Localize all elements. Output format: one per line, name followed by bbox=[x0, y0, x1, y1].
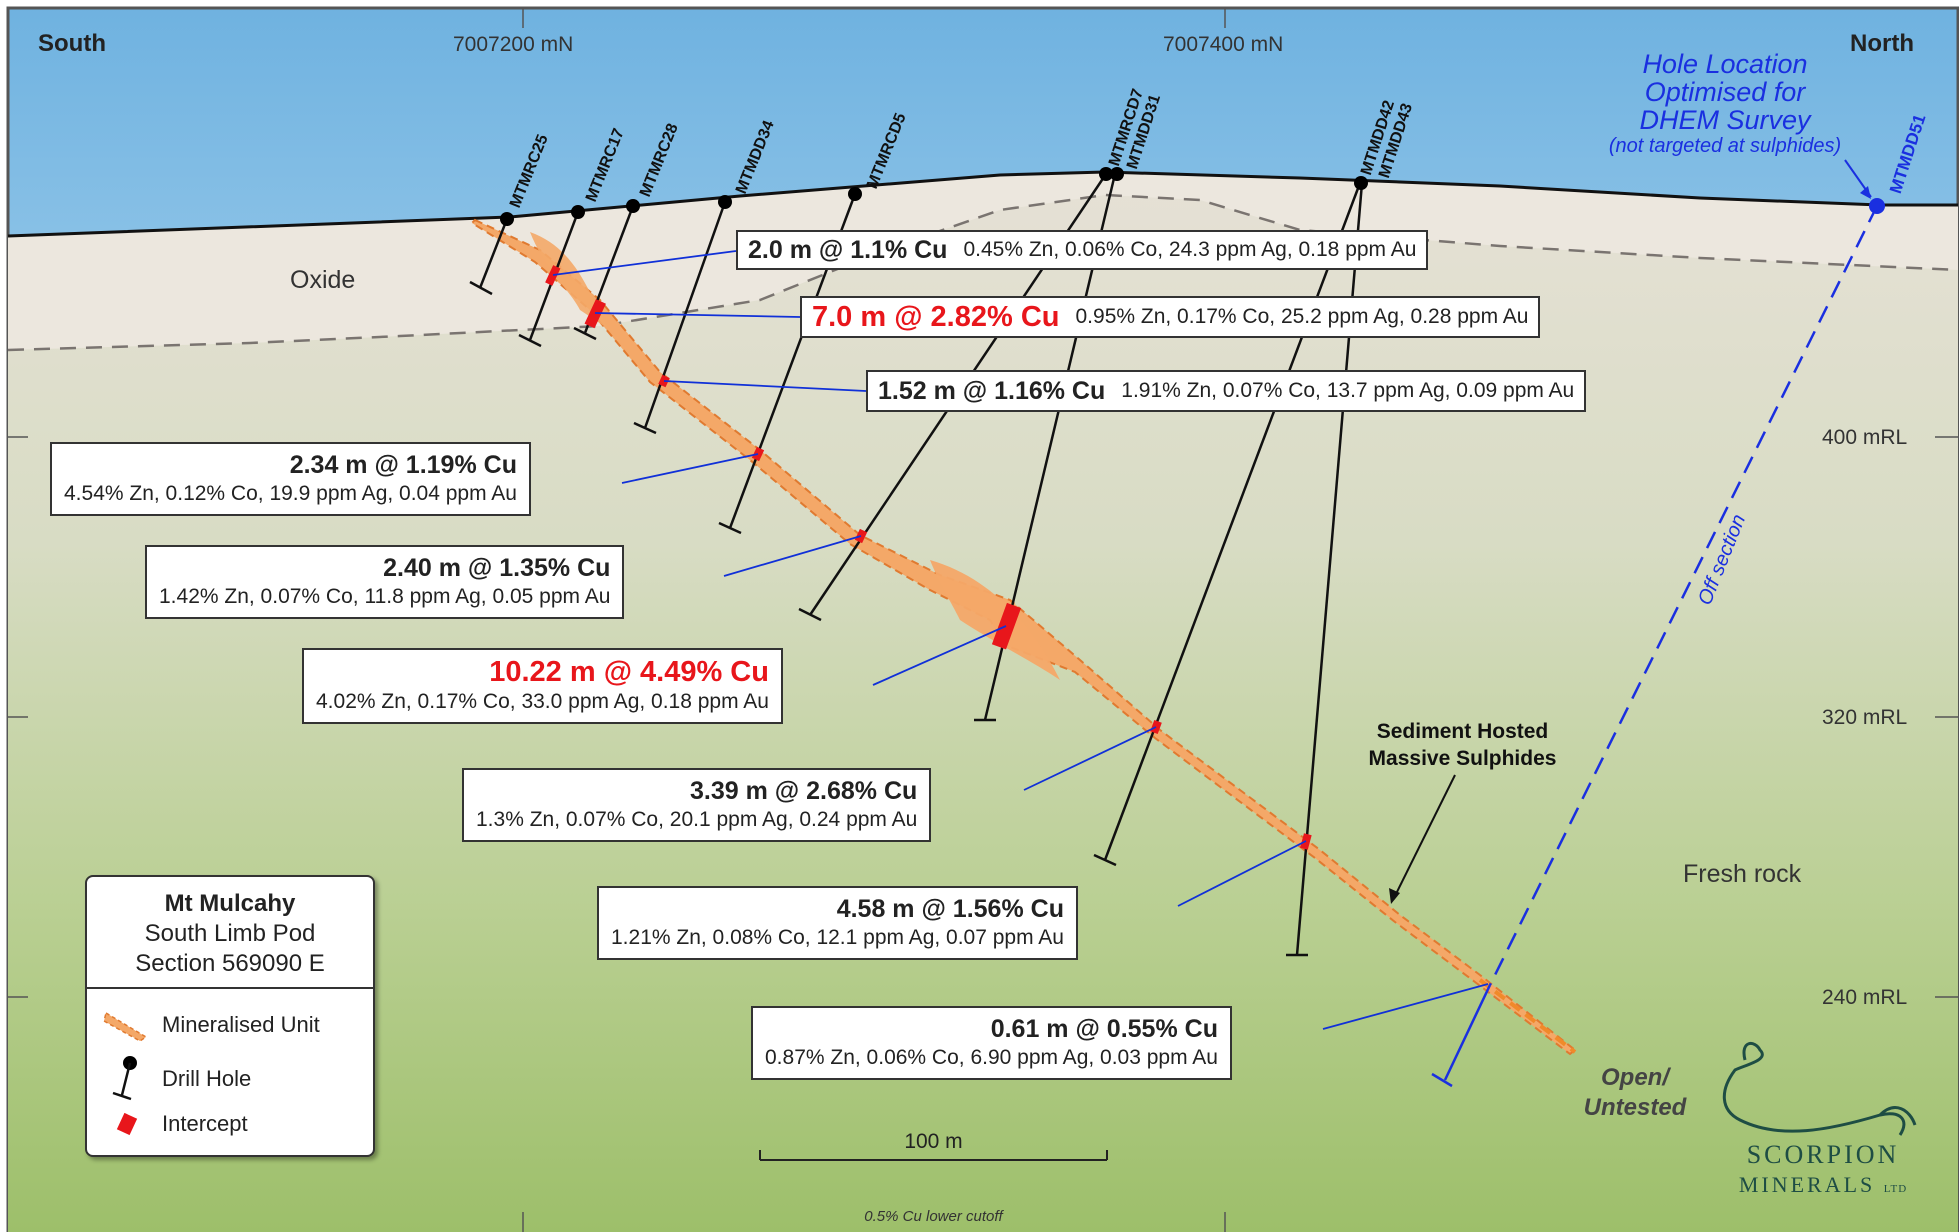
fresh-rock-label: Fresh rock bbox=[1683, 860, 1802, 888]
intercept-detail: 1.91% Zn, 0.07% Co, 13.7 ppm Ag, 0.09 pp… bbox=[1121, 379, 1575, 402]
elevation-label-400: 400 mRL bbox=[1822, 426, 1908, 449]
scale-bar bbox=[759, 1150, 1108, 1161]
cutoff-note: 0.5% Cu lower cutoff bbox=[864, 1208, 1003, 1225]
drill-trace-mtmdd51-offsection bbox=[1488, 205, 1879, 986]
open-untested-label: Open/ Untested bbox=[1560, 1063, 1710, 1123]
legend-item-intercept: Intercept bbox=[102, 1109, 248, 1139]
intercept-detail: 0.45% Zn, 0.06% Co, 24.3 ppm Ag, 0.18 pp… bbox=[963, 238, 1417, 261]
legend-divider bbox=[87, 987, 373, 989]
intercept-label-6: 10.22 m @ 4.49% Cu 4.02% Zn, 0.17% Co, 3… bbox=[302, 648, 783, 724]
drill-trace-mtmrc25 bbox=[478, 218, 509, 289]
intercept-detail: 0.95% Zn, 0.17% Co, 25.2 ppm Ag, 0.28 pp… bbox=[1075, 305, 1529, 328]
intercept-label-4: 2.34 m @ 1.19% Cu 4.54% Zn, 0.12% Co, 19… bbox=[50, 442, 531, 516]
intercept-headline: 2.40 m @ 1.35% Cu bbox=[383, 554, 611, 582]
intercept-headline: 3.39 m @ 2.68% Cu bbox=[690, 777, 918, 805]
logo-line2-text: MINERALS bbox=[1738, 1172, 1876, 1197]
elevation-ticks bbox=[8, 436, 1958, 998]
dhem-note-line2: Optimised for bbox=[1644, 77, 1806, 107]
legend-item-label: Drill Hole bbox=[162, 1066, 252, 1091]
intercept-headline: 2.34 m @ 1.19% Cu bbox=[289, 451, 517, 479]
intercept-leaders bbox=[552, 250, 1489, 1030]
intercept-detail: 1.42% Zn, 0.07% Co, 11.8 ppm Ag, 0.05 pp… bbox=[159, 585, 611, 608]
dhem-note-arrowhead bbox=[1860, 186, 1871, 199]
intercept-detail: 4.54% Zn, 0.12% Co, 19.9 ppm Ag, 0.04 pp… bbox=[64, 482, 517, 505]
mineralised-unit-bulge bbox=[930, 560, 1060, 680]
legend-item-label: Intercept bbox=[162, 1111, 248, 1136]
oxide-boundary bbox=[7, 193, 1959, 352]
north-label: North bbox=[1850, 30, 1914, 57]
easting-ticks bbox=[522, 8, 1226, 1232]
intercept-detail: 1.21% Zn, 0.08% Co, 12.1 ppm Ag, 0.07 pp… bbox=[611, 926, 1064, 949]
topography-line bbox=[7, 170, 1958, 238]
intercept-label-8: 4.58 m @ 1.56% Cu 1.21% Zn, 0.08% Co, 12… bbox=[597, 886, 1078, 960]
legend-subtitle-2: Section 569090 E bbox=[135, 950, 325, 977]
oxide-zone bbox=[8, 172, 1958, 350]
dhem-note: Hole Location Optimised for DHEM Survey … bbox=[1575, 50, 1875, 158]
drill-hole-icon bbox=[112, 1056, 137, 1101]
elevation-label-240: 240 mRL bbox=[1822, 986, 1908, 1009]
logo-line1: SCORPION bbox=[1746, 1140, 1900, 1169]
mineralised-unit-swatch-icon bbox=[103, 1011, 148, 1042]
oxide-zone-label: Oxide bbox=[290, 266, 356, 294]
dhem-note-line1: Hole Location bbox=[1642, 49, 1808, 79]
intercept-detail: 4.02% Zn, 0.17% Co, 33.0 ppm Ag, 0.18 pp… bbox=[316, 690, 769, 713]
easting-label-2: 7007400 mN bbox=[1163, 33, 1284, 56]
intercept-label-1: 2.0 m @ 1.1% Cu 0.45% Zn, 0.06% Co, 24.3… bbox=[736, 230, 1429, 270]
easting-label-1: 7007200 mN bbox=[453, 33, 574, 56]
legend-title: Mt Mulcahy bbox=[164, 890, 296, 917]
intercept-label-2: 7.0 m @ 2.82% Cu 0.95% Zn, 0.17% Co, 25.… bbox=[800, 296, 1541, 338]
intercept-swatch-icon bbox=[116, 1112, 138, 1136]
elevation-label-320: 320 mRL bbox=[1822, 706, 1908, 729]
intercept-label-3: 1.52 m @ 1.16% Cu 1.91% Zn, 0.07% Co, 13… bbox=[866, 370, 1587, 412]
sulphide-label-line1: Sediment Hosted bbox=[1376, 720, 1549, 743]
legend-item-drillhole: Drill Hole bbox=[102, 1055, 251, 1103]
drill-hole-end-mtmdd51 bbox=[1431, 1072, 1453, 1088]
intercept-headline: 2.0 m @ 1.1% Cu bbox=[748, 235, 948, 264]
intercept-label-7: 3.39 m @ 2.68% Cu 1.3% Zn, 0.07% Co, 20.… bbox=[462, 768, 932, 842]
sulphide-label-line2: Massive Sulphides bbox=[1368, 747, 1557, 770]
south-label: South bbox=[38, 30, 106, 57]
drill-trace-mtmdd51 bbox=[1443, 984, 1492, 1081]
company-logo: SCORPION MINERALS LTD bbox=[1728, 1140, 1918, 1204]
sulphide-callout-arrowhead bbox=[1389, 888, 1400, 904]
legend-item-mineralised: Mineralised Unit bbox=[102, 1007, 320, 1043]
intercept-headline: 0.61 m @ 0.55% Cu bbox=[990, 1015, 1218, 1043]
sulphide-label: Sediment Hosted Massive Sulphides bbox=[1340, 718, 1585, 772]
scale-bar-label: 100 m bbox=[904, 1130, 963, 1153]
logo-suffix: LTD bbox=[1883, 1183, 1908, 1195]
intercept-headline: 10.22 m @ 4.49% Cu bbox=[489, 656, 769, 688]
intercept-label-5: 2.40 m @ 1.35% Cu 1.42% Zn, 0.07% Co, 11… bbox=[145, 545, 625, 619]
intercept-detail: 1.3% Zn, 0.07% Co, 20.1 ppm Ag, 0.24 ppm… bbox=[476, 808, 918, 831]
logo-line2: MINERALS LTD bbox=[1728, 1170, 1918, 1204]
open-label-line2: Untested bbox=[1583, 1094, 1687, 1121]
dhem-note-line3: DHEM Survey bbox=[1639, 105, 1811, 135]
dhem-note-line4: (not targeted at sulphides) bbox=[1608, 135, 1842, 157]
legend-item-label: Mineralised Unit bbox=[162, 1012, 320, 1037]
legend-subtitle-1: South Limb Pod bbox=[144, 920, 316, 947]
intercept-detail: 0.87% Zn, 0.06% Co, 6.90 ppm Ag, 0.03 pp… bbox=[765, 1046, 1218, 1069]
open-label-line1: Open/ bbox=[1600, 1064, 1669, 1091]
intercept-label-9: 0.61 m @ 0.55% Cu 0.87% Zn, 0.06% Co, 6.… bbox=[751, 1006, 1232, 1080]
mineralised-unit-upper-bulge bbox=[530, 232, 610, 330]
legend-box: Mt Mulcahy South Limb Pod Section 569090… bbox=[85, 875, 375, 1157]
drill-collar-mtmdd51 bbox=[1869, 198, 1885, 214]
drill-trace-mtmdd42 bbox=[1103, 182, 1362, 861]
intercept-headline: 1.52 m @ 1.16% Cu bbox=[878, 376, 1106, 405]
mineralised-unit-open-extension bbox=[1478, 978, 1577, 1054]
sulphide-callout-arrow bbox=[1392, 774, 1456, 901]
scorpion-logo-mark bbox=[1722, 1042, 1917, 1136]
intercept-headline: 7.0 m @ 2.82% Cu bbox=[812, 300, 1060, 333]
intercept-headline: 4.58 m @ 1.56% Cu bbox=[836, 895, 1064, 923]
drill-collars bbox=[500, 167, 1368, 226]
